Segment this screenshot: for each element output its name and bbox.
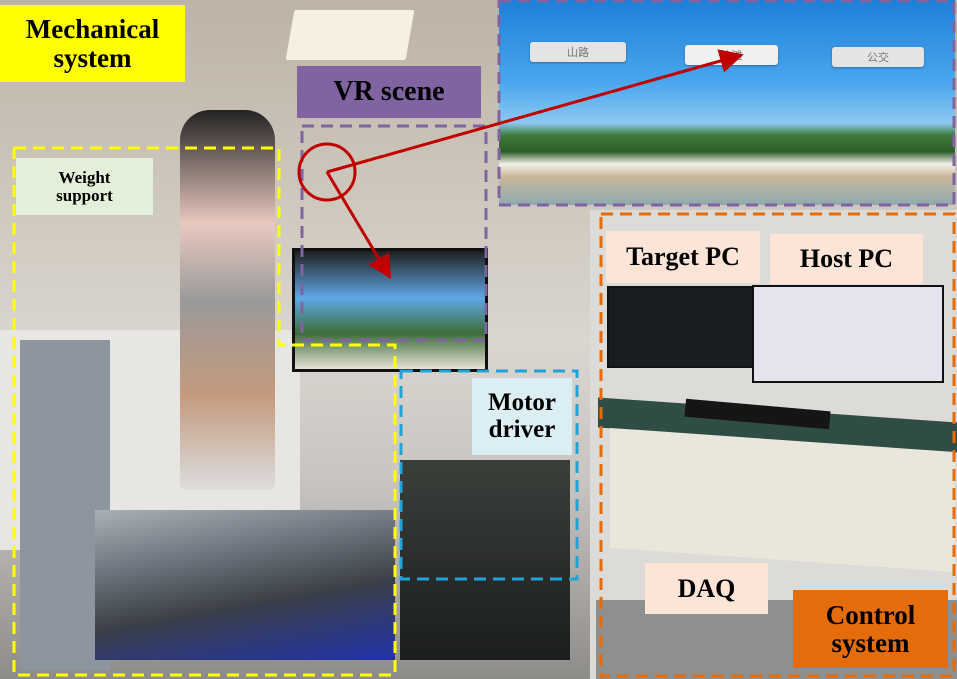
target-pc-label: Target PC <box>606 231 760 283</box>
vr-scene-region <box>300 124 488 342</box>
treadmill-mechanism <box>95 510 395 660</box>
user-figure <box>180 110 275 490</box>
vr-scene-label: VR scene <box>297 66 481 118</box>
host-pc-monitor <box>752 285 944 383</box>
hand-highlight-circle <box>297 142 357 202</box>
host-pc-label: Host PC <box>770 234 923 284</box>
mechanical-system-region <box>12 146 397 677</box>
motor-driver-hardware <box>400 460 570 660</box>
mechanical-system-label: Mechanical system <box>0 5 185 82</box>
control-system-label: Control system <box>793 590 948 668</box>
weight-support-label: Weight support <box>16 158 153 215</box>
vr-button-bus[interactable]: 公交 <box>832 47 924 67</box>
pointer-ray-to-screen <box>325 171 392 280</box>
pointer-ray-to-menu <box>326 49 744 174</box>
vr-view-border <box>497 0 956 207</box>
daq-label: DAQ <box>645 563 768 614</box>
motor-driver-label: Motor driver <box>472 378 572 455</box>
motor-driver-region <box>399 369 579 581</box>
vr-button-mountain-road[interactable]: 山路 <box>530 42 626 62</box>
control-system-region <box>599 212 956 678</box>
